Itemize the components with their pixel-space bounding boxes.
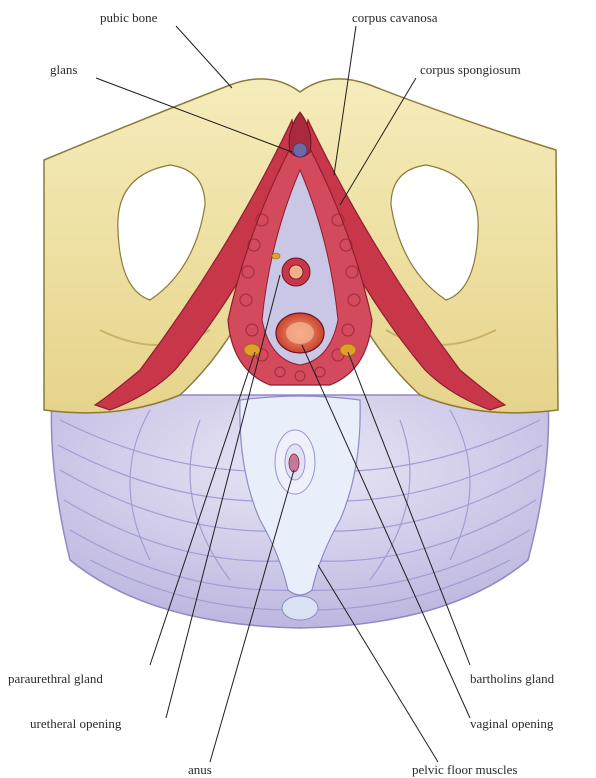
label-pelvic-floor-muscles: pelvic floor muscles — [412, 762, 517, 777]
label-pubic-bone: pubic bone — [100, 10, 158, 25]
pelvic-floor-muscles — [51, 395, 548, 628]
anus-shape — [275, 430, 315, 494]
label-vaginal-opening: vaginal opening — [470, 716, 554, 731]
label-glans: glans — [50, 62, 77, 77]
label-corpus-cavanosa: corpus cavanosa — [352, 10, 438, 25]
label-bartholins-gland: bartholins gland — [470, 671, 555, 686]
leader-pubic-bone — [176, 26, 232, 88]
label-corpus-spongiosum: corpus spongiosum — [420, 62, 521, 77]
label-paraurethral-gland: paraurethral gland — [8, 671, 103, 686]
label-anus: anus — [188, 762, 212, 777]
label-uretheral-opening: uretheral opening — [30, 716, 122, 731]
